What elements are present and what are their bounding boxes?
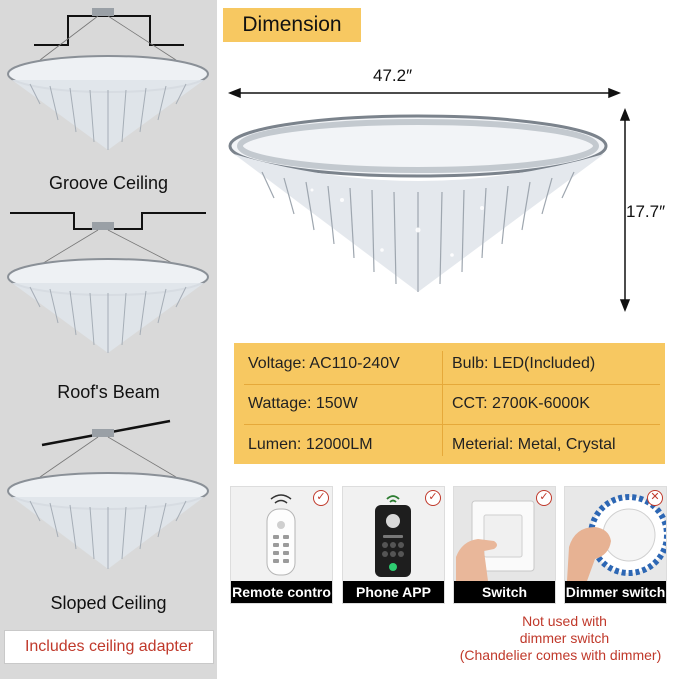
install-option-sloped: Sloped Ceiling: [0, 415, 217, 625]
install-label-beam: Roof's Beam: [57, 382, 160, 402]
dimmer-note-line3: (Chandelier comes with dimmer): [459, 647, 662, 663]
dimmer-note-line2: dimmer switch: [519, 630, 610, 646]
control-label-switch: Switch: [454, 581, 555, 603]
control-card-remote: ✓ Remote contro: [230, 486, 333, 604]
height-value: 17.7″: [626, 202, 666, 221]
install-option-groove: Groove Ceiling: [0, 0, 217, 200]
spec-cct: CCT: 2700K-6000K: [452, 395, 590, 412]
spec-row-lumen: Lumen: 12000LM Meterial: Metal, Crystal: [234, 426, 665, 466]
control-card-dimmer: ✕ Dimmer switch: [564, 486, 667, 604]
spec-wattage: Wattage: 150W: [248, 395, 358, 412]
spec-material: Meterial: Metal, Crystal: [452, 436, 616, 453]
spec-bulb: Bulb: LED(Included): [452, 355, 596, 372]
installation-panel: Groove Ceiling Roof's Beam: [0, 0, 217, 679]
install-label-sloped: Sloped Ceiling: [50, 593, 167, 613]
width-arrow: [227, 87, 622, 99]
control-card-phone-app: ✓ Phone APP: [342, 486, 445, 604]
spec-lumen: Lumen: 12000LM: [248, 436, 373, 453]
spec-table: Voltage: AC110-240V Bulb: LED(Included) …: [234, 343, 665, 464]
wall-switch-icon: [454, 487, 555, 581]
spec-row-wattage: Wattage: 150W CCT: 2700K-6000K: [234, 385, 665, 425]
ceiling-adapter-note: Includes ceiling adapter: [4, 630, 214, 664]
width-value: 47.2″: [373, 66, 413, 85]
roof-beam-mount-icon: [7, 212, 209, 353]
control-label-dimmer: Dimmer switch: [565, 581, 666, 603]
height-arrow: [619, 107, 631, 313]
dimmer-note-line1: Not used with: [522, 613, 607, 629]
dimmer-warning-note: Not used with dimmer switch (Chandelier …: [450, 613, 679, 664]
spec-divider: [244, 384, 660, 385]
check-icon: ✓: [536, 490, 552, 506]
remote-control-icon: [266, 494, 296, 576]
control-label-remote: Remote contro: [231, 581, 332, 603]
dimmer-knob-icon: [565, 487, 666, 581]
install-option-beam: Roof's Beam: [0, 205, 217, 405]
dimension-title: Dimension: [223, 8, 361, 42]
spec-row-voltage: Voltage: AC110-240V Bulb: LED(Included): [234, 345, 665, 385]
groove-ceiling-mount-icon: [7, 8, 209, 150]
install-label-groove: Groove Ceiling: [48, 173, 169, 193]
check-icon: ✓: [313, 490, 329, 506]
chandelier-illustration: [227, 87, 631, 313]
control-card-switch: ✓ Switch: [453, 486, 556, 604]
phone-app-icon: [375, 495, 411, 577]
control-label-phone-app: Phone APP: [343, 581, 444, 603]
check-icon: ✓: [425, 490, 441, 506]
sloped-ceiling-mount-icon: [7, 419, 209, 569]
spec-divider: [244, 424, 660, 425]
spec-voltage: Voltage: AC110-240V: [248, 355, 400, 372]
cross-icon: ✕: [647, 490, 663, 506]
spec-column-divider: [442, 351, 443, 456]
